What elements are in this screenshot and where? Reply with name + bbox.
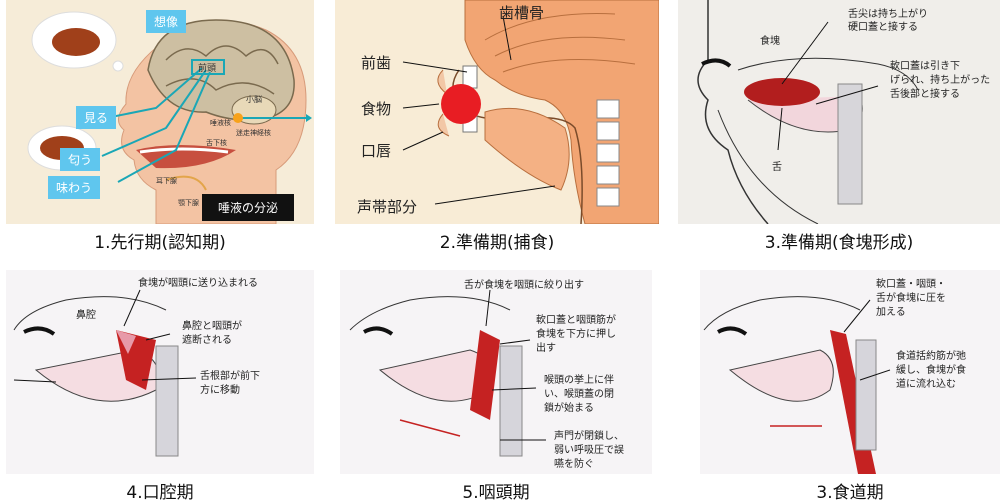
root-note: 舌根部が前下 方に移動 — [200, 370, 260, 398]
soft-palate-note: 軟口蓋は引き下 げられ、持ち上がった 舌後部と接する — [890, 60, 990, 102]
panel-preparatory-capture: 歯槽骨 前歯 食物 口唇 声帯部分 — [335, 0, 659, 224]
alveolar-label: 歯槽骨 — [499, 2, 544, 23]
panel-esophageal-stage: 軟口蓋・咽頭・ 舌が食塊に圧を 加える 食道括約筋が弛 緩し、食塊が食 道に流れ… — [700, 270, 1000, 474]
salivary-nucleus-label: 唾液核 — [210, 118, 231, 128]
oral-stage-illustration — [6, 270, 314, 474]
blocked-note: 鼻腔と咽頭が 遮断される — [182, 320, 242, 348]
soft-palate-note-5: 軟口蓋と咽頭筋が 食塊を下方に押し 出す — [536, 314, 616, 356]
tongue-tip-note: 舌尖は持ち上がり 硬口蓋と接する — [848, 8, 928, 34]
see-tag: 見る — [76, 106, 116, 129]
vocal-label: 声帯部分 — [357, 196, 417, 217]
squeeze-note: 舌が食塊を咽頭に絞り出す — [464, 276, 584, 291]
caption-5: 5.咽頭期 — [340, 478, 652, 503]
larynx-note: 喉頭の挙上に伴 い、喉頭蓋の閉 鎖が始まる — [544, 374, 614, 416]
pressure-note: 軟口蓋・咽頭・ 舌が食塊に圧を 加える — [876, 278, 946, 320]
submandibular-label: 顎下腺 — [178, 198, 199, 208]
parotid-label: 耳下腺 — [156, 176, 177, 186]
caption-6: 3.食道期 — [700, 478, 1000, 503]
tongue-nerve-label: 舌下核 — [206, 138, 227, 148]
bolus-label: 食塊 — [760, 32, 780, 47]
vagus-label: 迷走神経核 — [236, 128, 271, 138]
caption-2: 2.準備期(捕食) — [335, 228, 659, 253]
bolus-formation-illustration — [678, 0, 1000, 224]
front-teeth-label: 前歯 — [361, 52, 391, 73]
glottis-note: 声門が閉鎖し、 弱い呼吸圧で誤 嚥を防ぐ — [554, 430, 624, 472]
caption-4: 4.口腔期 — [6, 478, 314, 503]
nasal-label: 鼻腔 — [76, 306, 96, 321]
caption-1: 1.先行期(認知期) — [6, 228, 314, 253]
frontal-label: 前頭 — [198, 61, 216, 74]
saliva-tag: 唾液の分泌 — [202, 194, 294, 221]
taste-tag: 味わう — [48, 176, 100, 199]
panel-anticipatory-stage: 前頭 小脳 唾液核 迷走神経核 舌下核 耳下腺 顎下腺 想像 見る 匂う 味わう… — [6, 0, 314, 224]
lips-label: 口唇 — [361, 140, 391, 161]
smell-tag: 匂う — [60, 148, 100, 171]
cerebellum-label: 小脳 — [246, 94, 262, 105]
panel-oral-stage: 食塊が咽頭に送り込まれる 鼻腔 鼻腔と咽頭が 遮断される 舌根部が前下 方に移動 — [6, 270, 314, 474]
tongue-label: 舌 — [772, 158, 782, 173]
caption-3: 3.準備期(食塊形成) — [678, 228, 1000, 253]
esophagus-note: 食道括約筋が弛 緩し、食塊が食 道に流れ込む — [896, 350, 966, 392]
panel-pharyngeal-stage: 舌が食塊を咽頭に絞り出す 軟口蓋と咽頭筋が 食塊を下方に押し 出す 喉頭の挙上に… — [340, 270, 652, 474]
sent-note: 食塊が咽頭に送り込まれる — [138, 274, 258, 289]
food-label: 食物 — [361, 98, 391, 119]
imagine-tag: 想像 — [146, 10, 186, 33]
panel-preparatory-bolus: 食塊 舌尖は持ち上がり 硬口蓋と接する 軟口蓋は引き下 げられ、持ち上がった 舌… — [678, 0, 1000, 224]
